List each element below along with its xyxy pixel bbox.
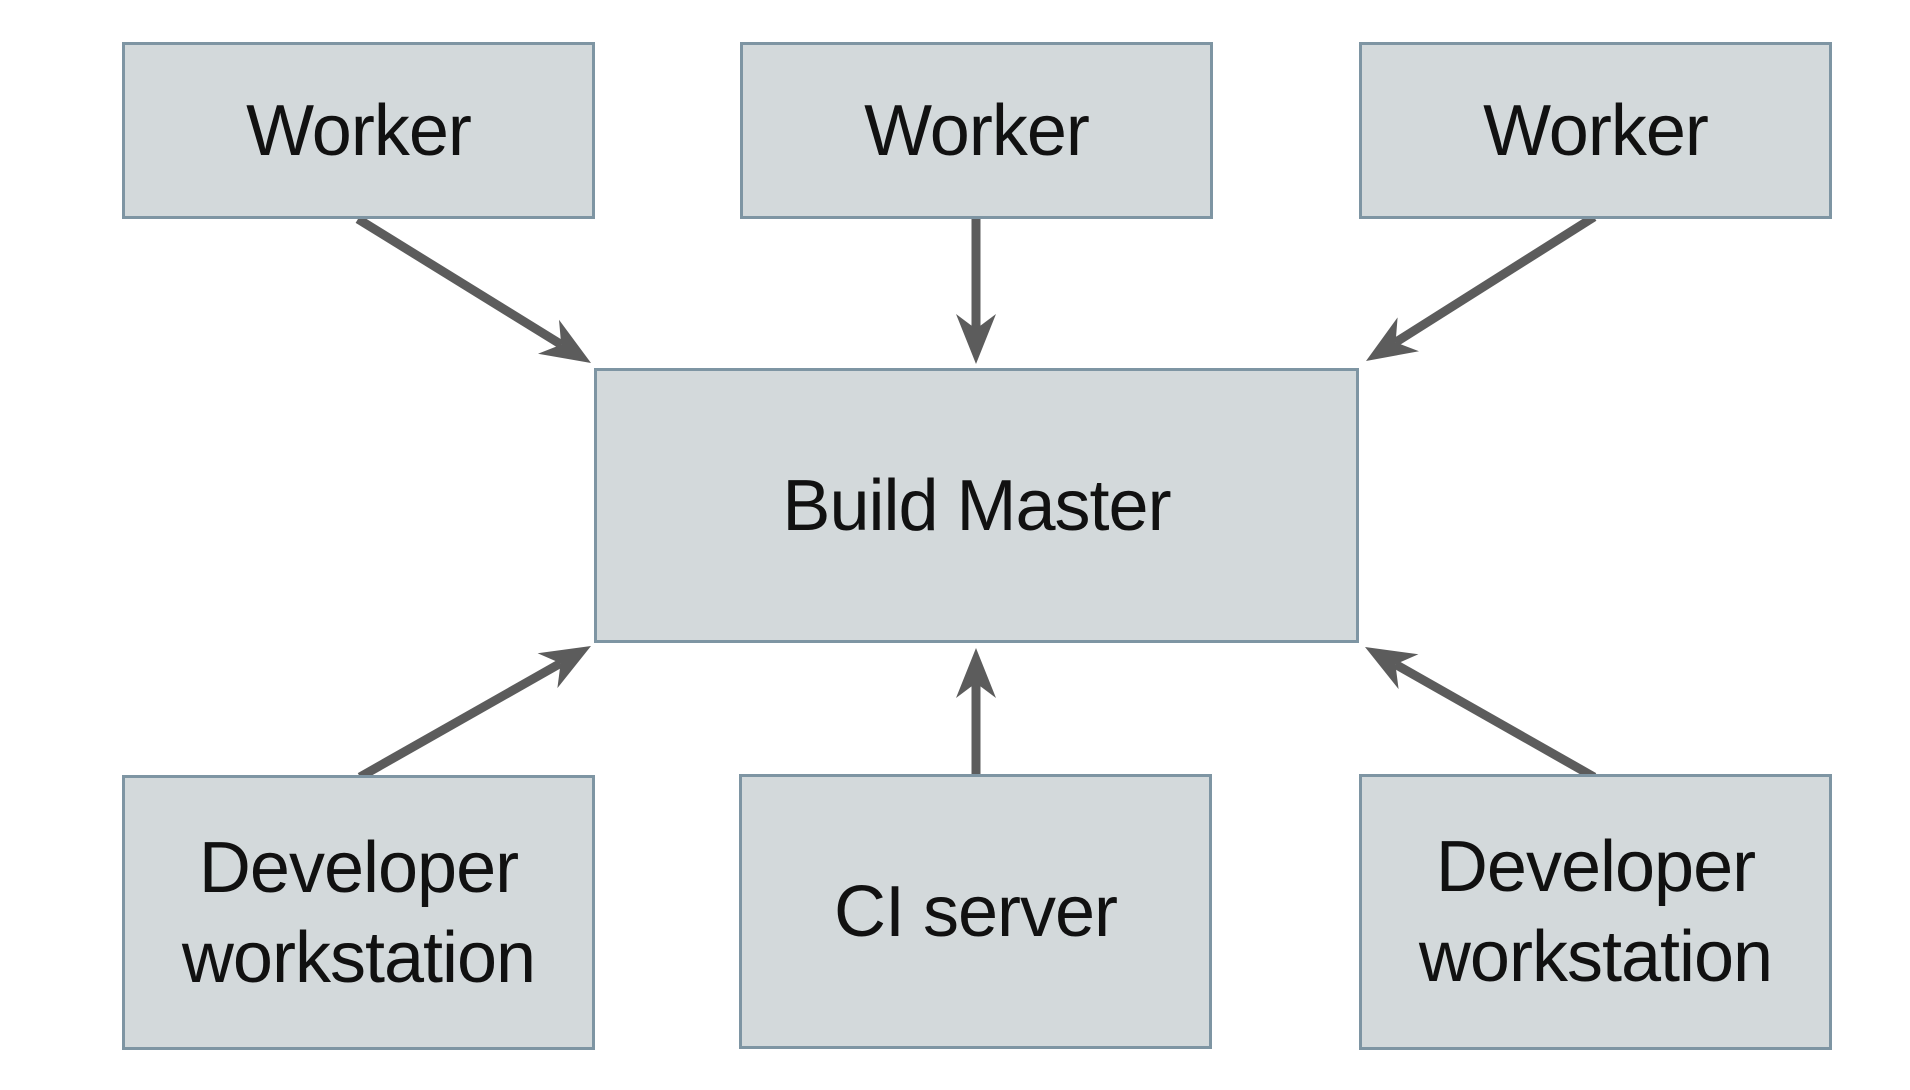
node-developer-workstation-1: Developer workstation (122, 775, 595, 1050)
node-worker-2: Worker (740, 42, 1213, 219)
node-worker-2-label: Worker (864, 90, 1090, 171)
node-developer-workstation-2-label: Developer workstation (1418, 827, 1773, 997)
edge-worker-1-to-build-master (355, 215, 564, 349)
edge-developer-workstation-1-to-build-master (357, 659, 563, 781)
node-build-master-label: Build Master (782, 465, 1171, 546)
node-worker-3-label: Worker (1483, 90, 1709, 171)
node-developer-workstation-2: Developer workstation (1359, 774, 1832, 1050)
arrowhead-developer-workstation-1-to-build-master (537, 646, 591, 689)
arrowhead-developer-workstation-2-to-build-master (1365, 647, 1419, 690)
edge-developer-workstation-2-to-build-master (1393, 660, 1597, 781)
node-worker-1: Worker (122, 42, 595, 219)
node-developer-workstation-1-label: Developer workstation (181, 827, 536, 998)
arrowhead-worker-3-to-build-master (1366, 317, 1419, 361)
node-worker-1-label: Worker (246, 90, 472, 171)
arrowhead-ci-server-to-build-master (956, 648, 996, 698)
node-worker-3: Worker (1359, 42, 1832, 219)
edge-worker-3-to-build-master (1393, 213, 1597, 347)
node-build-master: Build Master (594, 368, 1359, 643)
node-ci-server: CI server (739, 774, 1212, 1049)
arrowhead-worker-1-to-build-master (538, 319, 591, 363)
node-ci-server-label: CI server (833, 871, 1118, 952)
arrowhead-worker-2-to-build-master (956, 314, 996, 364)
